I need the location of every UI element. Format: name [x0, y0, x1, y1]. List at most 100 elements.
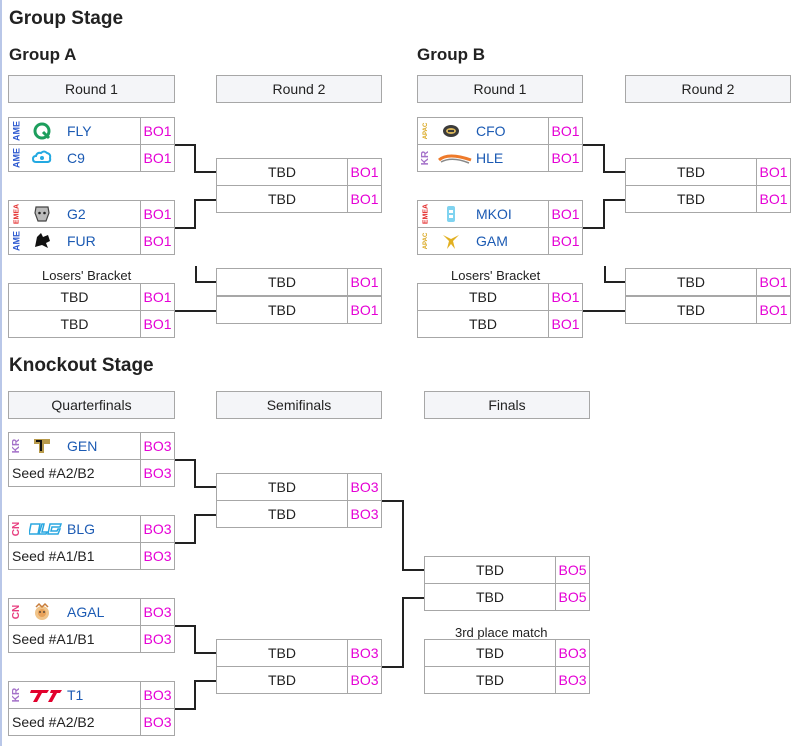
score-format: BO1 [140, 145, 174, 171]
losers-bracket-label: Losers' Bracket [42, 268, 132, 283]
team-name[interactable]: T1 [67, 687, 84, 703]
team-name[interactable]: FLY [67, 123, 92, 139]
match-slot[interactable]: KR HLE BO1 [417, 144, 583, 172]
bracket-connector [194, 514, 196, 544]
team-name: TBD [268, 274, 296, 290]
team-name: TBD [677, 274, 705, 290]
score-format: BO1 [756, 159, 790, 185]
bracket-connector [604, 281, 625, 283]
match-slot[interactable]: TBD BO3 [216, 500, 382, 528]
bracket-connector [194, 199, 216, 201]
score-format: BO5 [555, 584, 589, 610]
score-format: BO1 [347, 186, 381, 212]
region-tag: APAC [422, 232, 429, 250]
team-name: Seed #A1/B1 [12, 548, 95, 564]
match-slot[interactable]: CN BLG BO3 [8, 515, 175, 543]
score-format: BO3 [140, 543, 174, 569]
bracket-connector [604, 266, 606, 282]
team-name[interactable]: G2 [67, 206, 86, 222]
match-slot[interactable]: AME FLY BO1 [8, 117, 175, 145]
match-slot[interactable]: TBD BO1 [8, 310, 175, 338]
score-format: BO3 [347, 501, 381, 527]
team-name[interactable]: MKOI [476, 206, 512, 222]
score-format: BO1 [548, 284, 582, 310]
match-slot[interactable]: APAC GAM BO1 [417, 227, 583, 255]
match-slot[interactable]: TBD BO1 [216, 268, 382, 296]
score-format: BO1 [347, 297, 381, 323]
bracket-connector [194, 144, 196, 173]
bracket-connector [402, 500, 404, 571]
cfo-logo-icon [443, 125, 459, 137]
score-format: BO3 [140, 599, 174, 625]
team-name: Seed #A2/B2 [12, 465, 95, 481]
team-name: TBD [677, 191, 705, 207]
team-name[interactable]: GEN [67, 438, 98, 454]
match-slot[interactable]: KR T1 BO3 [8, 681, 175, 709]
match-slot[interactable]: TBD BO3 [216, 666, 382, 694]
bracket-connector [382, 666, 403, 668]
team-name[interactable]: FUR [67, 233, 96, 249]
score-format: BO1 [548, 201, 582, 227]
team-name: TBD [268, 479, 296, 495]
team-name[interactable]: C9 [67, 150, 85, 166]
match-slot[interactable]: Seed #A2/B2 BO3 [8, 708, 175, 736]
match-slot[interactable]: TBD BO1 [625, 296, 791, 324]
match-slot[interactable]: TBD BO1 [417, 310, 583, 338]
match-slot[interactable]: EMEA MKOI BO1 [417, 200, 583, 228]
match-slot[interactable]: KR GEN BO3 [8, 432, 175, 460]
match-slot[interactable]: TBD BO1 [8, 283, 175, 311]
team-name[interactable]: HLE [476, 150, 504, 166]
group-b-round2-header: Round 2 [625, 75, 791, 103]
bracket-connector [175, 459, 195, 461]
gam-logo-icon [443, 235, 459, 249]
bracket-connector [195, 281, 216, 283]
t1-logo-icon [30, 690, 62, 702]
group-stage-title: Group Stage [9, 8, 124, 29]
team-name[interactable]: CFO [476, 123, 506, 139]
match-slot[interactable]: APAC CFO BO1 [417, 117, 583, 145]
bracket-connector [583, 227, 604, 229]
match-slot[interactable]: AME FUR BO1 [8, 227, 175, 255]
bracket-connector [195, 266, 197, 282]
match-slot[interactable]: TBD BO3 [216, 473, 382, 501]
match-slot[interactable]: AME C9 BO1 [8, 144, 175, 172]
team-name: TBD [469, 289, 497, 305]
match-slot[interactable]: TBD BO3 [424, 639, 590, 667]
match-slot[interactable]: TBD BO1 [625, 268, 791, 296]
team-name[interactable]: BLG [67, 521, 96, 537]
match-slot[interactable]: Seed #A1/B1 BO3 [8, 542, 175, 570]
score-format: BO1 [347, 159, 381, 185]
bracket-connector [194, 680, 216, 682]
match-slot[interactable]: Seed #A1/B1 BO3 [8, 625, 175, 653]
team-name[interactable]: AGAL [67, 604, 105, 620]
match-slot[interactable]: TBD BO5 [424, 583, 590, 611]
bracket-connector [175, 542, 195, 544]
match-slot[interactable]: Seed #A2/B2 BO3 [8, 459, 175, 487]
match-slot[interactable]: TBD BO1 [216, 296, 382, 324]
g2-logo-icon [34, 206, 50, 222]
match-slot[interactable]: TBD BO1 [625, 158, 791, 186]
group-b-round1-header: Round 1 [417, 75, 583, 103]
region-tag: KR [10, 687, 22, 703]
bracket-connector [194, 514, 216, 516]
region-tag: EMEA [422, 203, 429, 225]
team-name[interactable]: GAM [476, 233, 508, 249]
match-slot[interactable]: TBD BO3 [424, 666, 590, 694]
region-tag: KR [419, 150, 431, 166]
team-name: TBD [476, 589, 504, 605]
match-slot[interactable]: CN AGAL BO3 [8, 598, 175, 626]
match-slot[interactable]: TBD BO3 [216, 639, 382, 667]
match-slot[interactable]: EMEA G2 BO1 [8, 200, 175, 228]
match-slot[interactable]: TBD BO1 [216, 158, 382, 186]
team-name: TBD [476, 645, 504, 661]
match-slot[interactable]: TBD BO1 [417, 283, 583, 311]
match-slot[interactable]: TBD BO1 [216, 185, 382, 213]
bracket-connector [194, 652, 216, 654]
match-slot[interactable]: TBD BO1 [625, 185, 791, 213]
match-slot[interactable]: TBD BO5 [424, 556, 590, 584]
region-tag: AME [11, 148, 21, 168]
score-format: BO1 [756, 269, 790, 295]
score-format: BO1 [140, 311, 174, 337]
quarterfinals-header: Quarterfinals [8, 391, 175, 419]
region-tag: KR [10, 438, 22, 454]
